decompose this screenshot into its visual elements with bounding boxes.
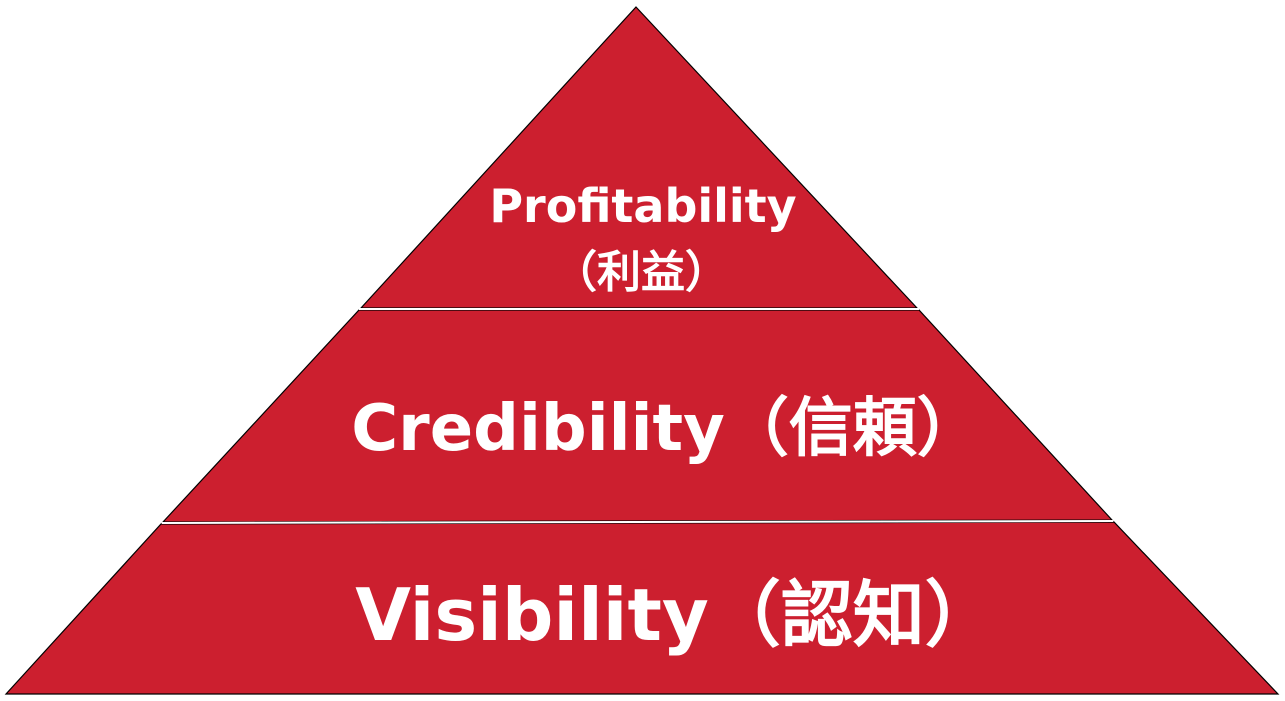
tier-top-label-line2: （利益）	[553, 247, 729, 298]
tier-divider-lower	[161, 520, 1114, 524]
tier-middle-label: Credibility（信頼）	[351, 392, 981, 466]
tier-top-label-line1: Profitability	[489, 179, 796, 233]
pyramid-tier-bottom	[4, 521, 1280, 695]
tier-bottom-label: Visibility（認知）	[355, 573, 997, 657]
